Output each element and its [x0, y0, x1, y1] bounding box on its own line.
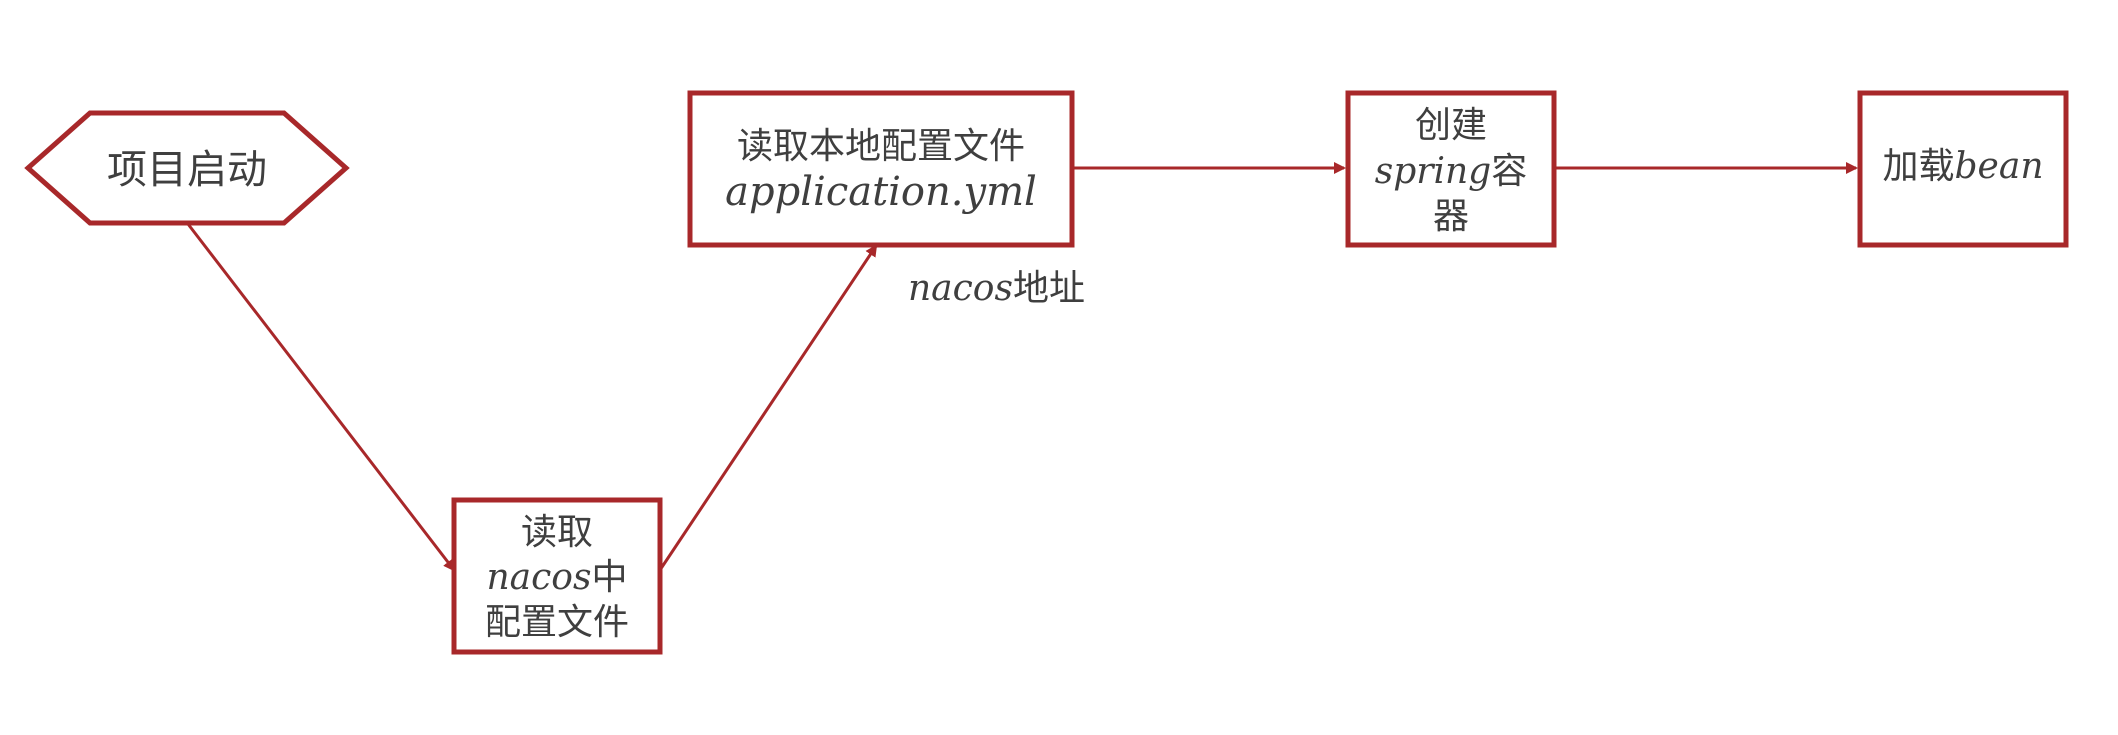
bean-label: 加载bean: [1882, 146, 2043, 187]
read-nacos-box: [451, 497, 663, 655]
edge-start-to-read-nacos: [186, 223, 456, 572]
spring-line2-cn: 容: [1491, 151, 1527, 192]
edge-read-nacos-to-read-local: [658, 244, 878, 571]
read-local-line2: application.yml: [725, 169, 1037, 215]
read-nacos-line2-latin: nacos: [487, 557, 592, 598]
read-nacos-line2-cn: 中: [591, 557, 627, 598]
spring-line2-latin: spring: [1375, 151, 1491, 192]
read-nacos-line2: nacos中: [487, 557, 628, 598]
spring-line2: spring容: [1375, 151, 1528, 192]
spring-box: [1345, 90, 1557, 248]
start-hexagon: [24, 110, 350, 226]
node-bean: 加载bean: [1857, 90, 2069, 248]
edge-label-nacos-address: nacos地址: [908, 268, 1085, 309]
edge-label-nacos-latin: nacos: [908, 268, 1013, 309]
spring-line3: 器: [1433, 196, 1469, 237]
edge-label-nacos-cn: 地址: [1013, 268, 1085, 309]
read-nacos-line1: 读取: [521, 512, 593, 553]
node-read-local: 读取本地配置文件 application.yml: [687, 90, 1075, 248]
node-read-nacos: 读取 nacos中 配置文件: [451, 497, 663, 655]
bean-label-latin: bean: [1955, 146, 2044, 187]
read-local-box: [687, 90, 1075, 248]
node-spring: 创建 spring容 器: [1345, 90, 1557, 248]
node-start: 项目启动: [24, 110, 350, 226]
read-local-line1: 读取本地配置文件: [737, 126, 1025, 167]
start-label: 项目启动: [107, 147, 267, 193]
bean-box: [1857, 90, 2069, 248]
read-nacos-line3: 配置文件: [485, 602, 629, 643]
spring-line1: 创建: [1415, 105, 1487, 146]
bean-label-cn: 加载: [1882, 146, 1954, 187]
